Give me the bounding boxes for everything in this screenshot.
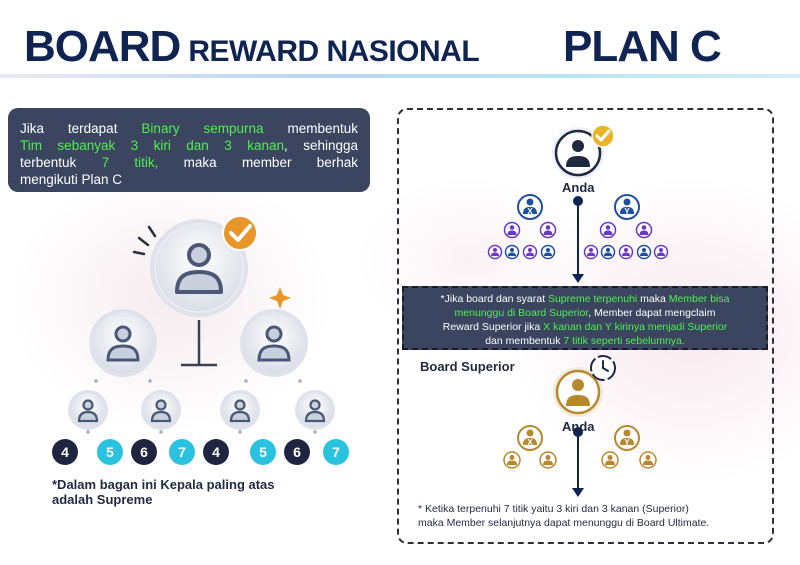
header-divider — [0, 74, 800, 78]
check-badge-icon — [222, 215, 258, 251]
y-label: Y — [624, 207, 630, 216]
number-badge-5: 4 — [203, 439, 229, 465]
clock-icon — [590, 355, 616, 381]
info-line-4: mengikuti Plan C — [20, 172, 123, 187]
left-top-node — [150, 219, 248, 317]
right-panel — [397, 108, 774, 544]
cond-line-1: *Jika board dan syarat Supreme terpenuhi… — [440, 293, 730, 305]
title-reward-nasional: REWARD NASIONAL — [188, 35, 480, 68]
number-badge-4: 7 — [169, 439, 195, 465]
left-node-l2-left — [89, 309, 157, 377]
right-note: * Ketika terpenuhi 7 titik yaitu 3 kiri … — [418, 503, 710, 529]
superior-x-label: X — [527, 438, 533, 447]
number-badge-8: 7 — [323, 439, 349, 465]
x-label: X — [527, 207, 533, 216]
left-dots — [86, 379, 317, 434]
left-connector — [181, 320, 217, 367]
cond-line-3: Reward Superior jika X kanan dan Y kirin… — [442, 321, 728, 333]
right-top-tree: X Y — [487, 124, 669, 283]
left-node-l2-right — [240, 309, 308, 377]
number-badge-6: 5 — [250, 439, 276, 465]
left-note: *Dalam bagan ini Kepala paling atas adal… — [52, 477, 275, 507]
board-superior-tree: X Y — [503, 355, 657, 497]
number-badge-3: 6 — [131, 439, 157, 465]
info-box: Jika terdapat Binary sempurna membentuk … — [8, 108, 370, 192]
node-y: Y — [614, 194, 640, 220]
emphasis-ticks — [132, 225, 157, 256]
cond-line-4: dan membentuk 7 titik seperti sebelumnya… — [485, 335, 685, 347]
left-node-l3-3 — [220, 390, 260, 430]
left-tree — [68, 215, 335, 434]
number-badge-1: 4 — [52, 439, 78, 465]
number-badge-7: 6 — [284, 439, 310, 465]
title-board: BOARD — [24, 22, 181, 71]
check-badge-icon — [591, 124, 615, 148]
left-node-l3-4 — [295, 390, 335, 430]
superior-node-y: Y — [614, 425, 640, 451]
plan-title: PLAN C — [563, 22, 722, 71]
node-x: X — [517, 194, 543, 220]
left-node-l3-1 — [68, 390, 108, 430]
anda-label-superior: Anda — [562, 419, 595, 434]
anda-label-top: Anda — [562, 180, 595, 195]
info-line-1: Jika terdapat Binary sempurna membentuk — [20, 121, 358, 136]
superior-y-label: Y — [624, 438, 630, 447]
top-leaves — [487, 221, 669, 260]
cond-line-2: menunggu di Board Superior, Member dapat… — [454, 307, 716, 319]
superior-leaves — [503, 451, 657, 469]
board-superior-title: Board Superior — [420, 359, 515, 374]
sparkle-icon — [269, 287, 291, 309]
superior-node-x: X — [517, 425, 543, 451]
info-line-2: Tim sebanyak 3 kiri dan 3 kanan, sehingg… — [20, 138, 358, 153]
info-line-3: terbentuk 7 titik, maka member berhak — [20, 155, 359, 170]
superior-condition-box: *Jika board dan syarat Supreme terpenuhi… — [402, 286, 768, 350]
number-badge-2: 5 — [97, 439, 123, 465]
left-node-l3-2 — [141, 390, 181, 430]
